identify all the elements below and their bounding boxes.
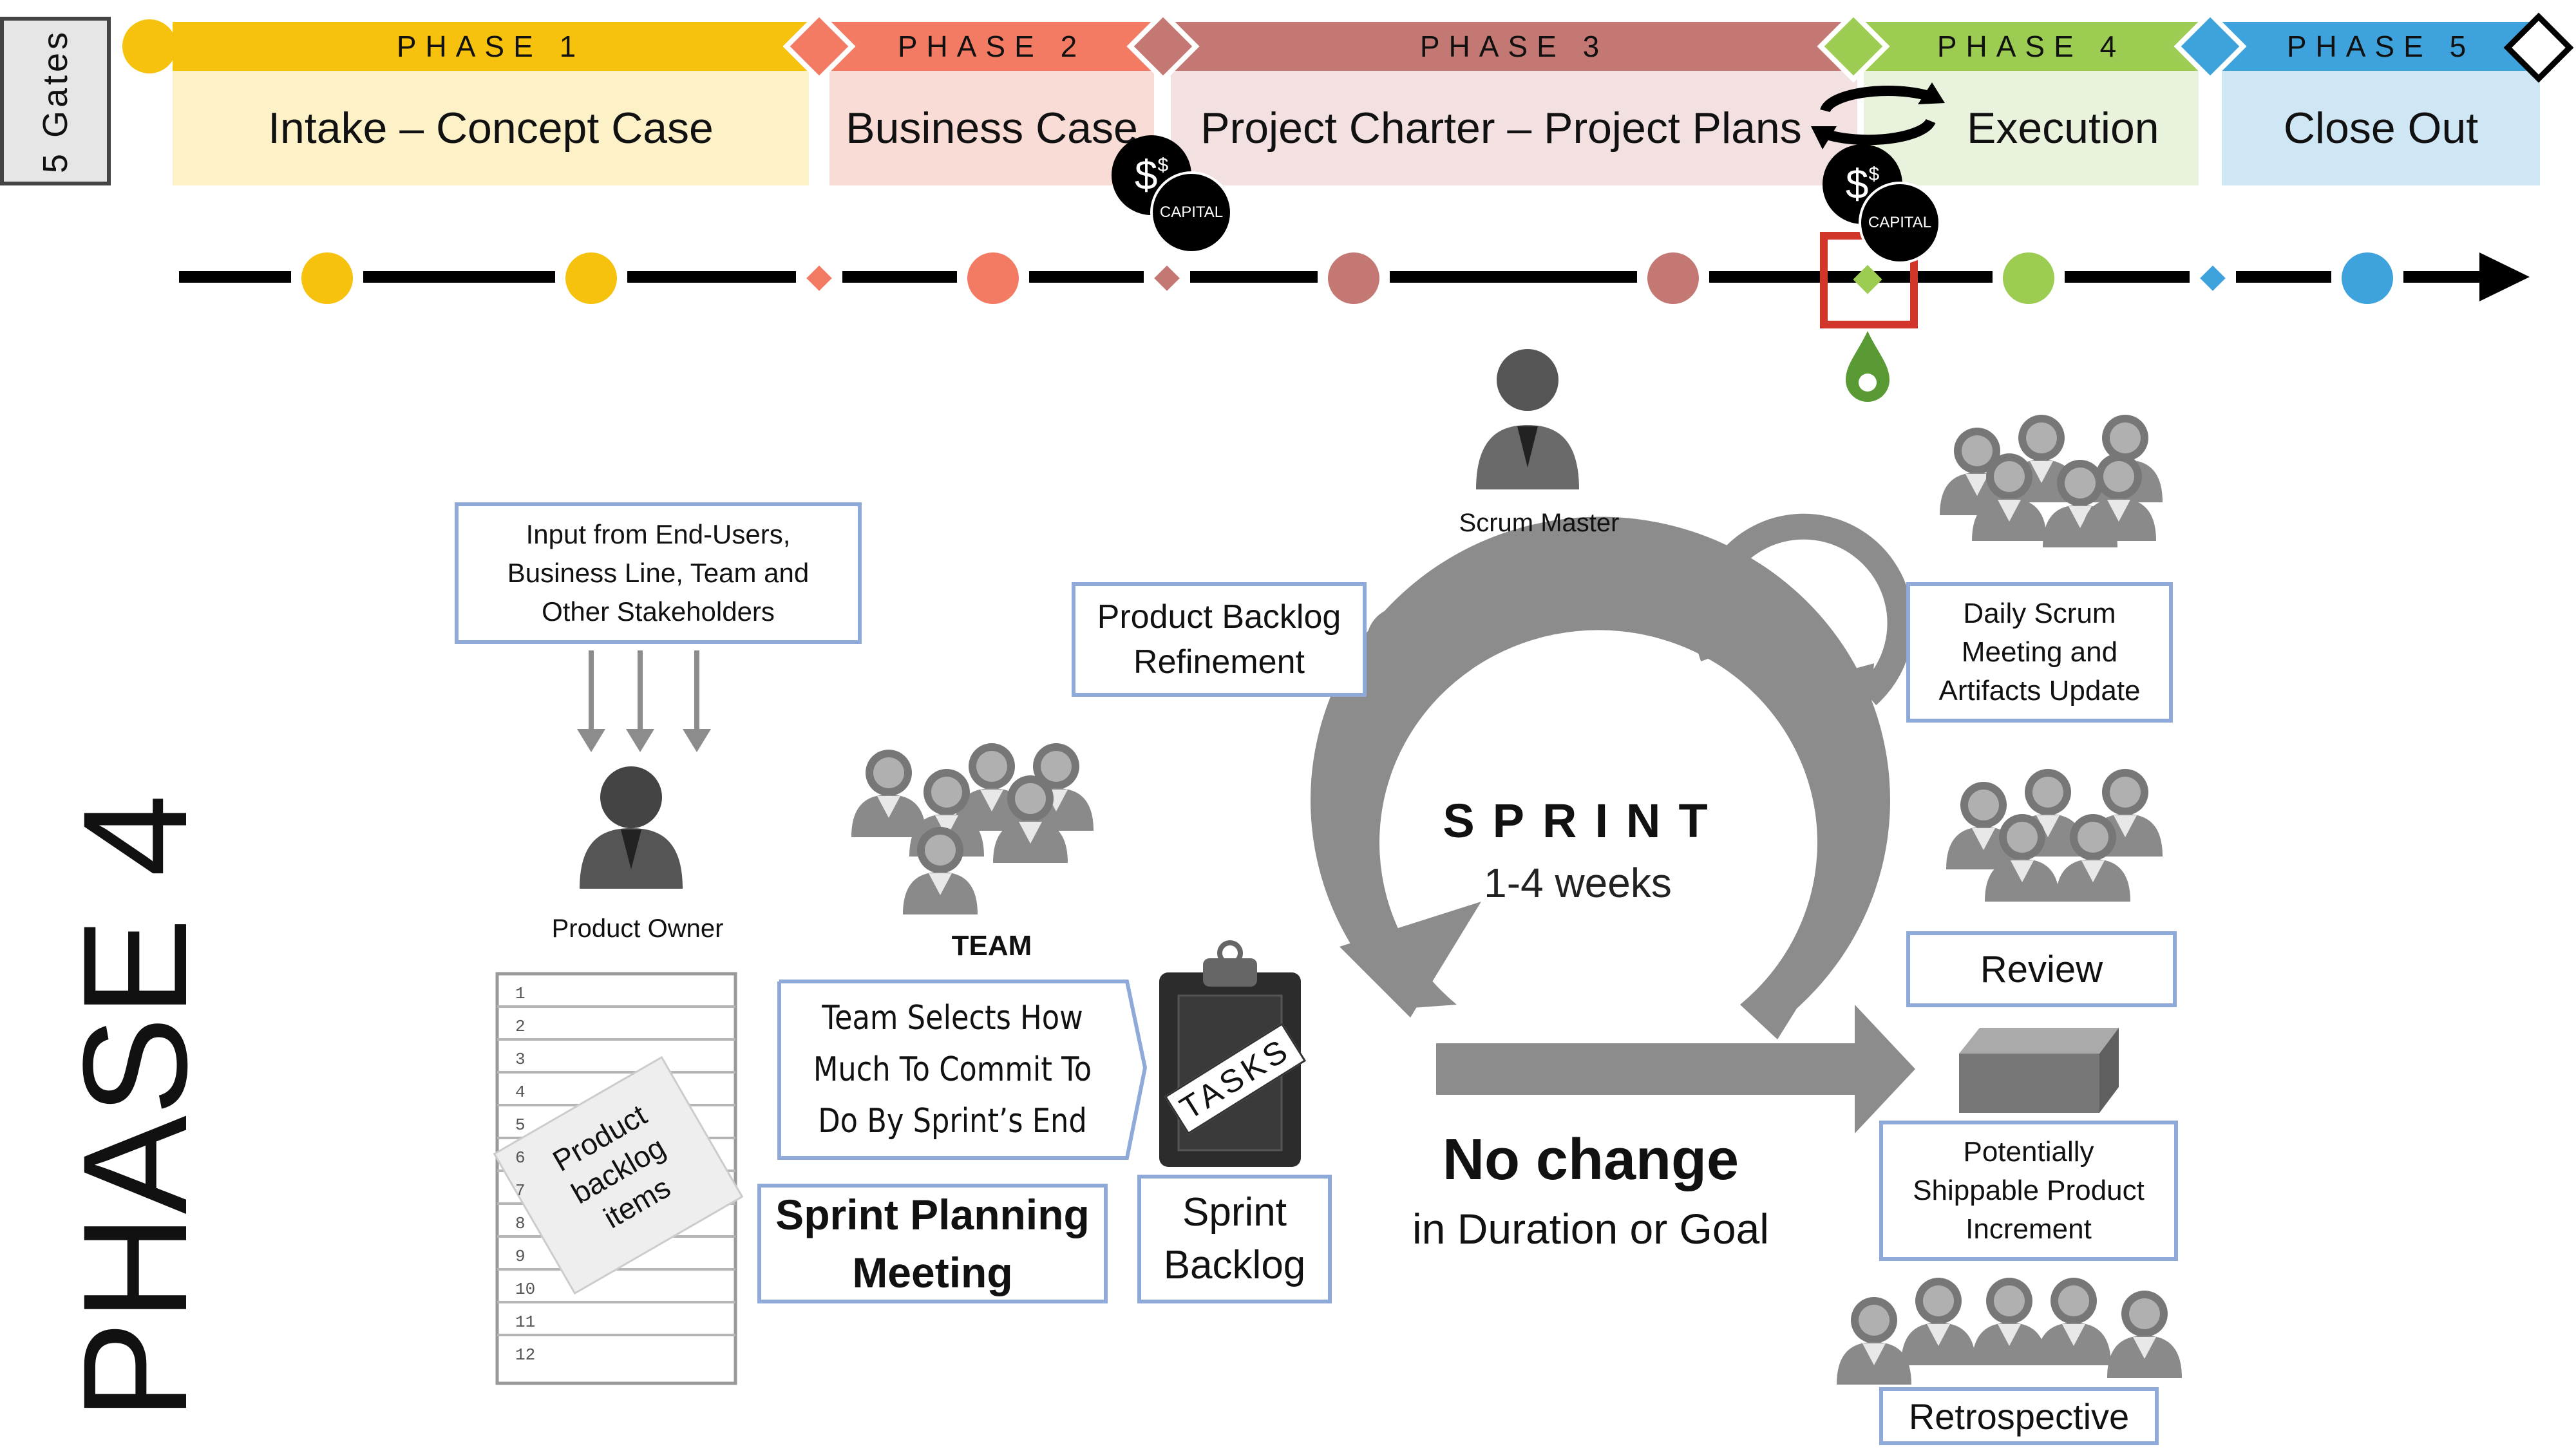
scrum-master-label: Scrum Master (1459, 509, 1620, 537)
team-selects-label: Team Selects How Much To Commit To Do By… (813, 999, 1092, 1141)
team-label: TEAM (951, 930, 1032, 961)
capital-label: CAPITAL (1868, 214, 1932, 231)
retrospective-people-icon (1837, 1278, 2182, 1385)
product-owner-icon (580, 766, 683, 889)
phase-3-header: PHASE 3 (1171, 22, 1857, 71)
refinement-label: Product Backlog Refinement (1097, 598, 1341, 681)
team-people-icon (851, 743, 1094, 914)
input-box: Input from End-Users, Business Line, Tea… (455, 502, 862, 644)
retrospective-label: Retrospective (1908, 1396, 2130, 1437)
capital-label: CAPITAL (1159, 204, 1224, 221)
no-change-title: No change (1442, 1128, 1739, 1192)
cycle-arrows-icon (1820, 86, 1933, 113)
daily-cycle-icon (1367, 513, 1913, 741)
timeline-dot-4 (1328, 252, 1379, 304)
gates-box: 5 Gates (0, 17, 111, 185)
timeline-dot-2 (565, 252, 617, 304)
capital-icon-phase2: $$ CAPITAL (1112, 135, 1233, 254)
sprint-title: SPRINT (1443, 794, 1726, 848)
sprint-cycle-icon (1311, 516, 1915, 1133)
timeline-dot-6 (2003, 252, 2054, 304)
backlog-number: 1 (515, 984, 526, 1003)
input-box-text: Input from End-Users, Business Line, Tea… (507, 519, 810, 627)
increment-box: Potentially Shippable Product Increment (1879, 1121, 2178, 1261)
daily-scrum-label: Daily Scrum Meeting and Artifacts Update (1938, 598, 2141, 706)
scrum-master-icon (1476, 349, 1579, 489)
sprint-backlog-box: Sprint Backlog (1137, 1175, 1332, 1303)
backlog-number: 8 (515, 1214, 526, 1233)
daily-scrum-people-icon (1940, 415, 2163, 547)
backlog-number: 4 (515, 1083, 526, 1102)
increment-label: Potentially Shippable Product Increment (1913, 1136, 2145, 1245)
gate-marker-3 (1126, 10, 1200, 83)
backlog-number: 11 (515, 1312, 536, 1332)
gate-marker-end (2503, 12, 2574, 83)
team-selects-text: Team Selects How Much To Commit To Do By… (806, 984, 1099, 1155)
timeline-dot-5 (1647, 252, 1699, 304)
phase-5-header: PHASE 5 (2222, 22, 2540, 71)
location-pin-icon (1846, 331, 1889, 402)
timeline-diamond-4 (2200, 265, 2226, 291)
refinement-box: Product Backlog Refinement (1072, 582, 1367, 697)
backlog-number: 6 (515, 1148, 526, 1168)
phase-5-title: Close Out (2222, 71, 2540, 185)
backlog-number: 12 (515, 1345, 536, 1365)
product-owner-label: Product Owner (551, 914, 724, 943)
phase-band-2: PHASE 2 Business Case (829, 22, 1154, 185)
retrospective-box: Retrospective (1879, 1387, 2159, 1445)
gate-marker-5 (2174, 10, 2247, 83)
gate-marker-4 (1817, 10, 1890, 83)
backlog-number: 10 (515, 1280, 536, 1299)
phase-band-1: PHASE 1 Intake – Concept Case (173, 22, 809, 185)
review-label: Review (1980, 948, 2103, 990)
backlog-number: 5 (515, 1115, 526, 1135)
daily-scrum-box: Daily Scrum Meeting and Artifacts Update (1906, 582, 2173, 723)
no-change-subtitle: in Duration or Goal (1412, 1205, 1769, 1253)
review-people-icon (1946, 769, 2163, 902)
timeline-dot-7 (2342, 252, 2393, 304)
sprint-backlog-label: Sprint Backlog (1163, 1190, 1306, 1287)
backlog-number: 2 (515, 1017, 526, 1036)
backlog-number: 7 (515, 1181, 526, 1200)
capital-icon-phase4: $$ CAPITAL (1823, 144, 1941, 264)
product-backlog-list (493, 972, 744, 1385)
backlog-number: 9 (515, 1247, 526, 1266)
phase-1-header: PHASE 1 (173, 22, 809, 71)
phase-2-header: PHASE 2 (829, 22, 1154, 71)
backlog-number: 3 (515, 1050, 526, 1069)
team-selects-arrow (778, 980, 1146, 1157)
phase-4-header: PHASE 4 (1864, 22, 2199, 71)
sprint-planning-box: Sprint Planning Meeting (757, 1184, 1108, 1303)
sprint-duration: 1-4 weeks (1484, 860, 1672, 906)
timeline-graphics (122, 10, 2574, 402)
timeline-arrowhead (2479, 252, 2530, 301)
gate-marker-2 (782, 10, 856, 83)
review-box: Review (1906, 931, 2177, 1007)
phase-3-title: Project Charter – Project Plans (1171, 71, 1857, 185)
product-increment-icon (1959, 1028, 2119, 1113)
backlog-numbers: 1 2 3 4 5 6 7 8 9 10 11 12 (515, 978, 554, 1372)
phase-1-title: Intake – Concept Case (173, 71, 809, 185)
phase-band-3: PHASE 3 Project Charter – Project Plans (1171, 22, 1857, 185)
gate-marker-1 (122, 19, 176, 73)
sprint-planning-label: Sprint Planning Meeting (775, 1191, 1090, 1296)
phase-2-title: Business Case (829, 71, 1154, 185)
timeline-dot-3 (967, 252, 1019, 304)
input-arrows (577, 650, 711, 752)
phase-band-5: PHASE 5 Close Out (2222, 22, 2540, 185)
dollar-symbol: $ (1134, 152, 1158, 198)
timeline-dot-1 (301, 252, 353, 304)
